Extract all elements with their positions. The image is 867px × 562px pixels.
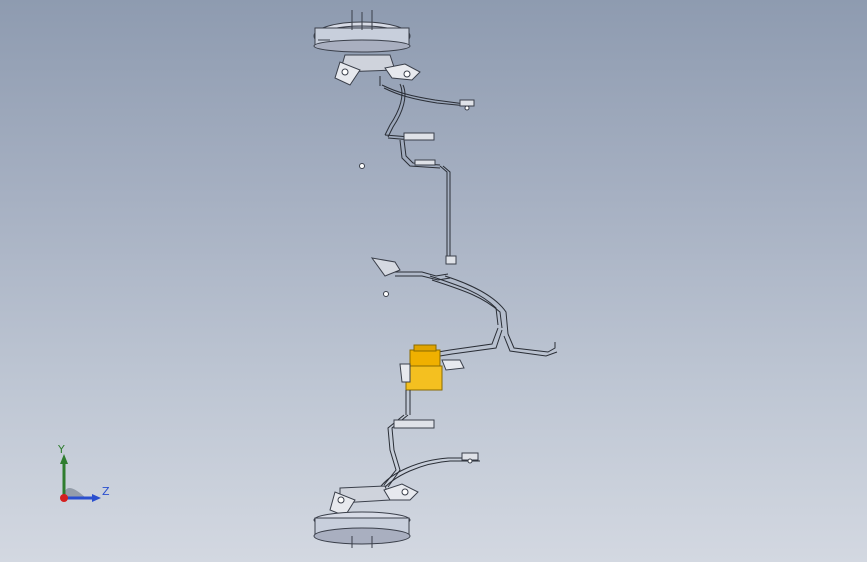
middle-junction[interactable] [370, 255, 558, 357]
triad-axes [60, 454, 101, 502]
bottom-brake-line[interactable] [377, 414, 480, 494]
valve-assembly[interactable] [399, 344, 465, 415]
bottom-wheel-drum[interactable] [313, 511, 411, 548]
bottom-caliper-assembly[interactable] [329, 483, 419, 517]
axis-z-label: Z [102, 485, 110, 498]
top-brake-line[interactable] [381, 83, 468, 260]
coordinate-triad: Y Z [48, 440, 128, 510]
top-fitting-clip[interactable] [359, 99, 475, 169]
axis-y-label: Y [58, 443, 65, 456]
top-wheel-drum[interactable] [313, 10, 411, 53]
top-caliper-assembly[interactable] [334, 54, 421, 86]
